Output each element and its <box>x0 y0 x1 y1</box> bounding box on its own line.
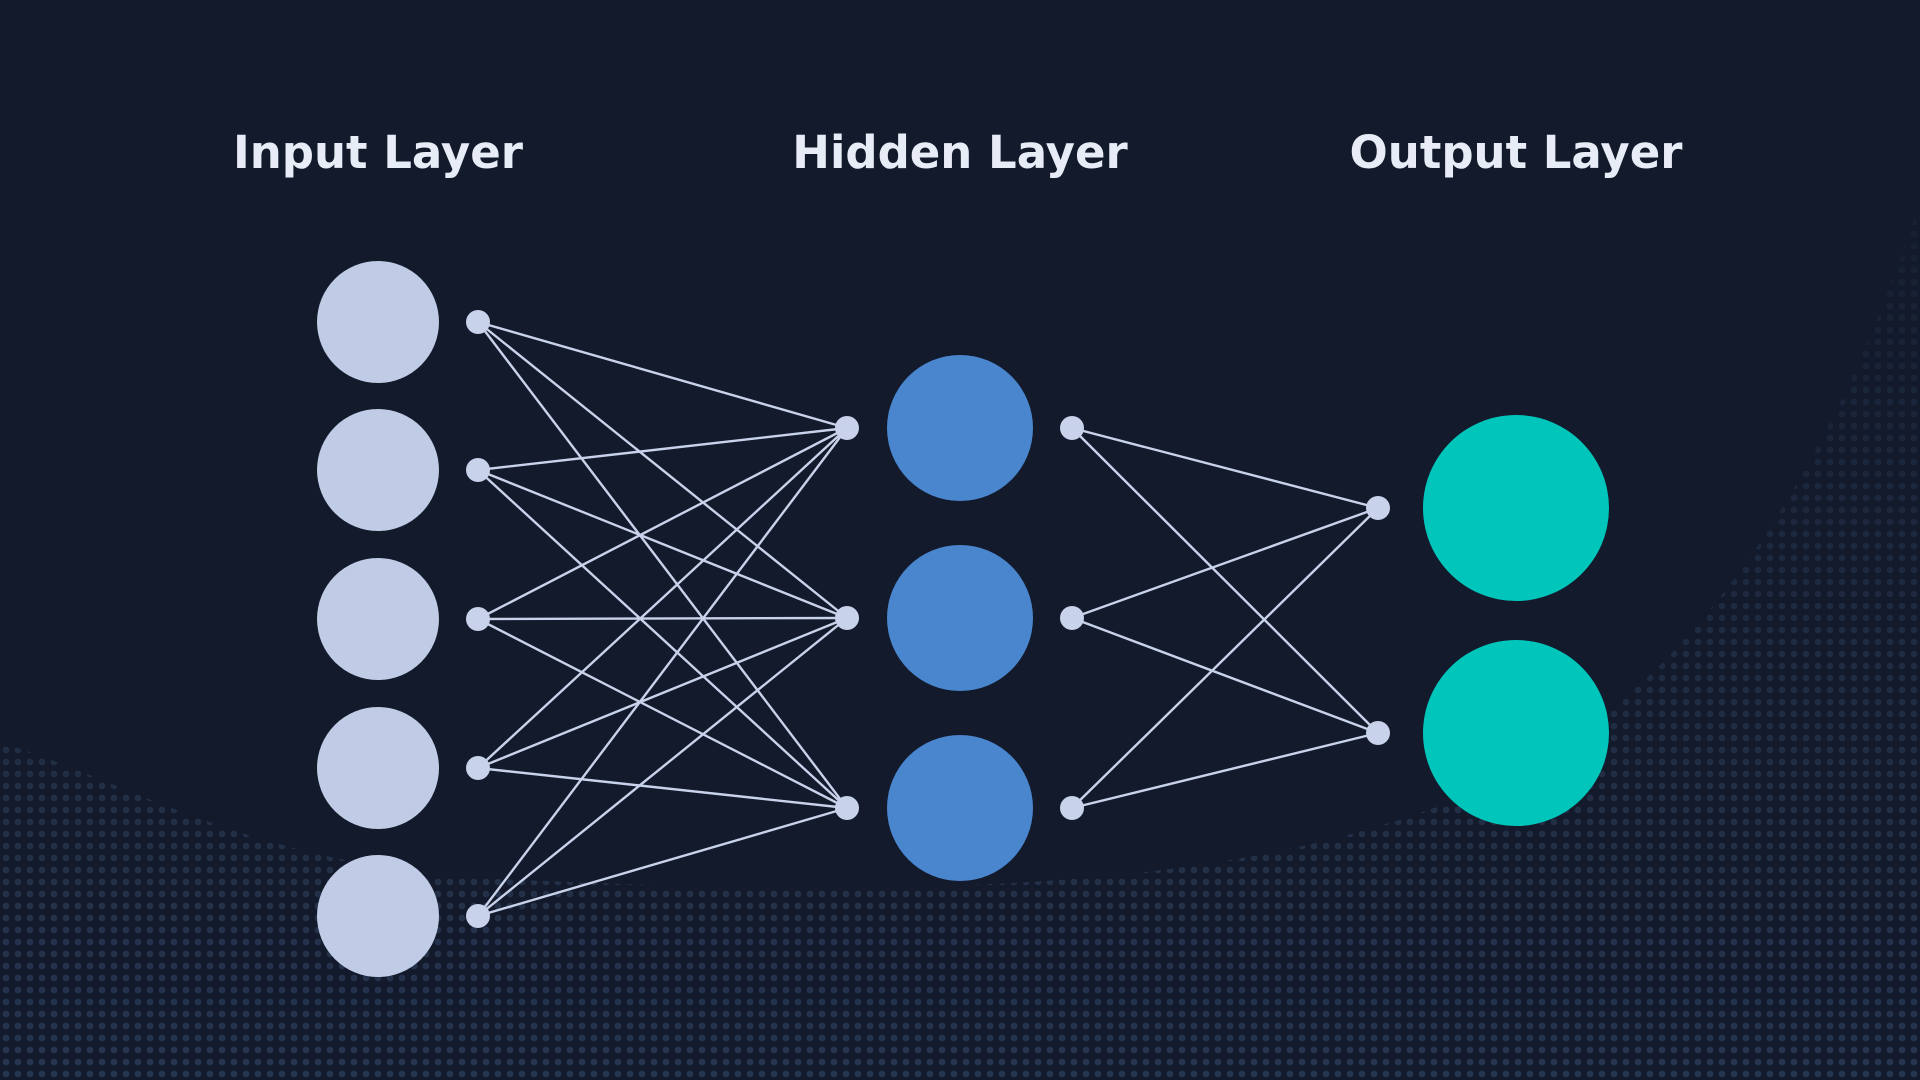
input-neuron-4 <box>317 707 439 829</box>
edge-input-2-to-hidden-1 <box>477 426 848 472</box>
hidden-in-connector-dot-2 <box>835 606 859 630</box>
hidden-neuron-1 <box>887 355 1033 501</box>
input-neuron-3 <box>317 558 439 680</box>
edge-input-3-to-hidden-2 <box>477 616 848 621</box>
edge-hidden-3-to-output-2 <box>1071 731 1379 810</box>
edge-input-3-to-hidden-1 <box>477 426 848 621</box>
edge-hidden-3-to-output-1 <box>1071 507 1379 809</box>
neurons <box>317 261 1609 977</box>
input-out-connector-dot-4 <box>466 756 490 780</box>
hidden-in-connector-dot-1 <box>835 416 859 440</box>
input-out-connector-dot-2 <box>466 458 490 482</box>
input-layer-title: Input Layer <box>233 126 524 179</box>
hidden-out-connector-dot-2 <box>1060 606 1084 630</box>
edge-input-1-to-hidden-1 <box>477 320 848 430</box>
hidden-neuron-3 <box>887 735 1033 881</box>
output-in-connector-dot-1 <box>1366 496 1390 520</box>
edge-input-1-to-hidden-3 <box>477 321 848 809</box>
output-in-connector-dot-2 <box>1366 721 1390 745</box>
hidden-out-connector-dot-1 <box>1060 416 1084 440</box>
edge-hidden-1-to-output-1 <box>1071 426 1379 510</box>
edge-input-1-to-hidden-2 <box>477 321 848 619</box>
hidden-neuron-2 <box>887 545 1033 691</box>
edge-hidden-2-to-output-2 <box>1071 616 1379 735</box>
edge-input-2-to-hidden-2 <box>477 468 848 620</box>
edge-input-5-to-hidden-2 <box>477 617 848 917</box>
connection-edges <box>477 320 1379 918</box>
edge-input-5-to-hidden-1 <box>477 427 848 917</box>
hidden-in-connector-dot-3 <box>835 796 859 820</box>
output-layer-title: Output Layer <box>1350 126 1684 179</box>
edge-input-4-to-hidden-3 <box>477 766 848 810</box>
dot-wave-background <box>0 200 1920 1080</box>
input-out-connector-dot-3 <box>466 607 490 631</box>
connector-dots <box>466 310 1390 928</box>
edge-hidden-2-to-output-1 <box>1071 506 1379 620</box>
input-neuron-2 <box>317 409 439 531</box>
edge-input-4-to-hidden-2 <box>477 616 848 770</box>
hidden-layer-title: Hidden Layer <box>792 126 1128 179</box>
output-neuron-2 <box>1423 640 1609 826</box>
hidden-out-connector-dot-3 <box>1060 796 1084 820</box>
input-neuron-1 <box>317 261 439 383</box>
input-neuron-5 <box>317 855 439 977</box>
edge-input-3-to-hidden-3 <box>477 617 848 810</box>
edge-input-5-to-hidden-3 <box>477 806 848 918</box>
edge-hidden-1-to-output-2 <box>1071 427 1379 734</box>
edge-input-4-to-hidden-1 <box>477 427 848 769</box>
input-out-connector-dot-5 <box>466 904 490 928</box>
input-out-connector-dot-1 <box>466 310 490 334</box>
output-neuron-1 <box>1423 415 1609 601</box>
edge-input-2-to-hidden-3 <box>477 469 848 809</box>
